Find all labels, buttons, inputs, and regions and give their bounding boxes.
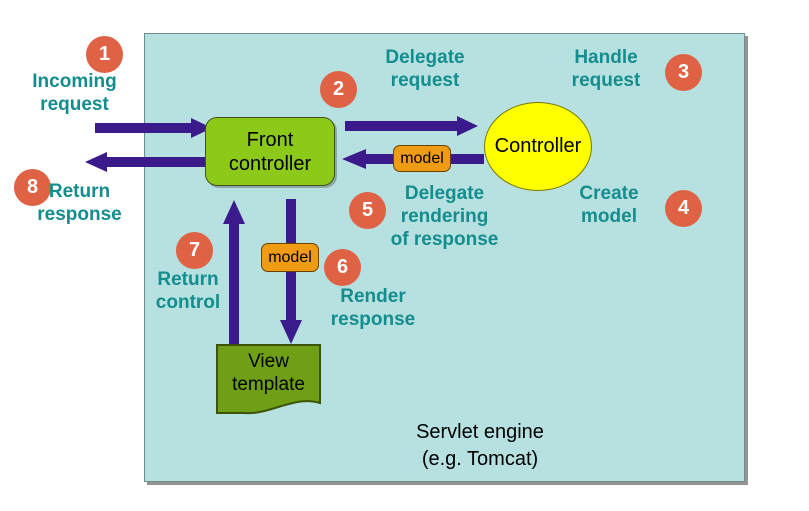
step-caption-3: Handle request — [571, 47, 641, 92]
step-caption-4: Create model — [579, 183, 639, 228]
step-badge-1[interactable]: 1 — [86, 36, 123, 73]
node-front-controller[interactable]: Front controller — [205, 117, 335, 186]
arrow-return-control — [223, 200, 245, 345]
step-caption-8: Return response — [37, 181, 122, 226]
arrow-delegate-request — [345, 116, 479, 136]
arrow-incoming-request — [95, 118, 213, 138]
step-caption-1: Incoming request — [32, 71, 117, 116]
step-caption-7: Return control — [155, 269, 221, 314]
step-badge-6[interactable]: 6 — [324, 249, 361, 286]
servlet-engine-label: Servlet engine (e.g. Tomcat) — [416, 421, 544, 470]
step-badge-7[interactable]: 7 — [176, 232, 213, 269]
model-badge-bottom[interactable]: model — [261, 243, 319, 272]
step-caption-2: Delegate request — [385, 47, 465, 92]
step-badge-4[interactable]: 4 — [665, 190, 702, 227]
step-badge-3[interactable]: 3 — [665, 54, 702, 91]
model-badge-top[interactable]: model — [393, 145, 451, 172]
node-view-template[interactable]: View template — [215, 343, 322, 419]
step-caption-5: Delegate rendering of response — [390, 183, 499, 251]
step-badge-8[interactable]: 8 — [14, 169, 51, 206]
step-badge-5[interactable]: 5 — [349, 192, 386, 229]
node-controller[interactable]: Controller — [484, 102, 592, 191]
arrow-return-response — [85, 152, 209, 172]
step-caption-6: Render response — [330, 286, 416, 331]
step-badge-2[interactable]: 2 — [320, 71, 357, 108]
